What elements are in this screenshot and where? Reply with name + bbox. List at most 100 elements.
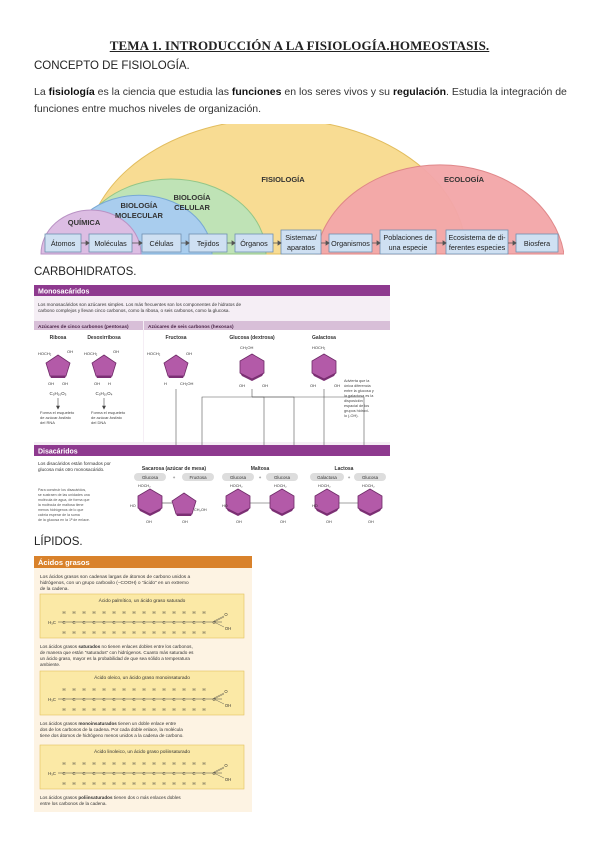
svg-text:Galactosa: Galactosa — [317, 475, 337, 480]
svg-text:OH: OH — [239, 383, 245, 388]
svg-text:HOCH₂: HOCH₂ — [230, 484, 243, 488]
svg-text:OH: OH — [186, 351, 192, 356]
mono-text-2: carbono complejos y llevan cinco carbono… — [38, 308, 230, 313]
svg-text:Para construir los disacáridos: Para construir los disacáridos, — [38, 488, 86, 492]
svg-text:de azúcar-fosfato: de azúcar-fosfato — [40, 415, 72, 420]
svg-text:Los ácidos grasos poliinsatura: Los ácidos grasos poliinsaturados tienen… — [40, 795, 181, 800]
disacaridos-header-bar — [34, 445, 390, 456]
svg-text:glucosa más otro monosacárido.: glucosa más otro monosacárido. — [38, 467, 104, 472]
svg-text:dos de los carbonos de la cade: dos de los carbonos de la cadena. Por ca… — [40, 727, 183, 732]
svg-text:OH: OH — [236, 520, 242, 524]
level-moleculas: Moléculas — [94, 239, 127, 248]
svg-text:OH: OH — [368, 520, 374, 524]
document-title: TEMA 1. INTRODUCCIÓN A LA FISIOLOGÍA.HOM… — [109, 38, 490, 53]
svg-text:Fructosa: Fructosa — [189, 475, 207, 480]
palmitico-title: Ácido palmítico, un ácido graso saturado — [99, 597, 186, 604]
svg-text:hidrógenos, con un grupo carbo: hidrógenos, con un grupo carboxilo (–COO… — [40, 580, 189, 586]
svg-text:HOCH₂: HOCH₂ — [84, 351, 98, 356]
level-atomos: Átomos — [51, 239, 76, 248]
svg-text:OH: OH — [94, 381, 100, 386]
svg-text:tiene dos átomos de hidrógeno: tiene dos átomos de hidrógeno menos unid… — [40, 733, 184, 738]
svg-text:de la cadena.: de la cadena. — [40, 586, 69, 592]
svg-text:OH: OH — [182, 520, 188, 524]
levels-of-organization-diagram: FISIOLOGÍA ECOLOGÍA BIOLOGÍA CELULAR BIO… — [36, 124, 564, 258]
acidos-grasos-header-bar — [34, 556, 252, 568]
svg-text:la galactosa es la: la galactosa es la — [344, 394, 374, 398]
svg-text:HOCH₂: HOCH₂ — [318, 484, 331, 488]
svg-text:HO: HO — [222, 504, 228, 508]
level-poblaciones-2: una especie — [389, 243, 428, 252]
svg-text:OH: OH — [280, 520, 286, 524]
level-ecosistema-2: ferentes especies — [449, 243, 506, 252]
fisiologia-label: FISIOLOGÍA — [261, 175, 305, 184]
svg-text:Los ácidos grasos saturados no: Los ácidos grasos saturados no tienen en… — [40, 644, 193, 649]
level-biosfera: Biosfera — [524, 239, 550, 248]
svg-text:espacial de los: espacial de los — [344, 404, 369, 408]
mono-text-1: Los monosacáridos son azúcares simples. … — [38, 302, 241, 307]
svg-text:HOCH₂: HOCH₂ — [274, 484, 287, 488]
biologia-molecular-label-1: BIOLOGÍA — [120, 201, 158, 210]
pentosas-header: Azúcares de cinco carbonos (pentosas) — [38, 324, 129, 330]
svg-text:HOCH₂: HOCH₂ — [312, 345, 326, 350]
level-organismos: Organismos — [331, 239, 370, 248]
svg-text:del DNA: del DNA — [91, 420, 106, 425]
svg-text:HO: HO — [130, 504, 136, 508]
svg-text:HOCH₂: HOCH₂ — [138, 484, 151, 488]
svg-text:CH₂OH: CH₂OH — [240, 345, 253, 350]
level-box-ecosistema — [445, 229, 509, 255]
monosacaridos-header: Monosacáridos — [38, 289, 89, 296]
svg-text:Glucosa: Glucosa — [142, 475, 159, 480]
sacarosa-label: Sacarosa (azúcar de mesa) — [142, 466, 207, 472]
oleico-title: Ácido oleico, un ácido graso monoinsatur… — [94, 674, 190, 681]
svg-text:CH₂OH: CH₂OH — [194, 508, 207, 512]
svg-text:Glucosa: Glucosa — [230, 475, 247, 480]
svg-text:OH: OH — [334, 383, 340, 388]
svg-text:ambiente.: ambiente. — [40, 662, 60, 667]
lactosa-label: Lactosa — [335, 466, 354, 472]
svg-text:cabría esperar de la suma: cabría esperar de la suma — [38, 513, 80, 517]
svg-text:se sustraen de las unidades un: se sustraen de las unidades una — [38, 493, 90, 497]
svg-text:lo (-OH).: lo (-OH). — [344, 414, 359, 418]
ribosa-label: Ribosa — [50, 335, 67, 341]
hexosas-header: Azúcares de seis carbonos (hexosas) — [148, 324, 234, 330]
svg-text:H: H — [164, 381, 167, 386]
carbohydrates-figure: Monosacáridos Los monosacáridos son azúc… — [34, 285, 390, 530]
svg-text:HOCH₂: HOCH₂ — [362, 484, 375, 488]
svg-text:Glucosa: Glucosa — [274, 475, 291, 480]
biologia-celular-label-1: BIOLOGÍA — [173, 193, 211, 202]
svg-text:entre los carbonos de la caden: entre los carbonos de la cadena. — [40, 801, 107, 806]
ribosa-formula: C₅H₁₀O₅ — [49, 391, 66, 396]
svg-text:OH: OH — [67, 349, 73, 354]
svg-text:OH: OH — [48, 381, 54, 386]
svg-text:OH: OH — [146, 520, 152, 524]
quimica-label: QUÍMICA — [68, 218, 101, 227]
svg-text:disposición: disposición — [344, 399, 363, 403]
level-ecosistema-1: Ecosistema de di- — [448, 233, 506, 242]
acidos-grasos-header: Ácidos grasos — [38, 558, 90, 567]
svg-text:Forma el esqueleto: Forma el esqueleto — [91, 410, 126, 415]
ecologia-label: ECOLOGÍA — [444, 175, 485, 184]
svg-text:OH: OH — [262, 383, 268, 388]
svg-text:Los ácidos grasos monoinsatura: Los ácidos grasos monoinsaturados tienen… — [40, 721, 177, 726]
svg-text:+: + — [348, 475, 351, 480]
desoxirribosa-formula: C₅H₁₀O₄ — [95, 391, 112, 396]
level-sistemas-1: Sistemas/ — [285, 233, 317, 242]
svg-text:Los ácidos grasos son cadenas: Los ácidos grasos son cadenas largas de … — [40, 574, 190, 580]
monosacaridos-header-bar — [34, 285, 390, 296]
galactosa-label: Galactosa — [312, 335, 336, 341]
level-celulas: Células — [150, 239, 174, 248]
desoxirribosa-label: Desoxirribosa — [87, 335, 121, 341]
section-heading-lipidos: LÍPIDOS. — [34, 536, 83, 548]
section-heading-carbohidratos: CARBOHIDRATOS. — [34, 266, 137, 278]
svg-text:OH: OH — [310, 383, 316, 388]
fatty-acids-figure: H₃C CCCC CCCC CCCC CCCC HHHH HHHH HHHH H… — [34, 556, 252, 812]
svg-text:de manera que están "saturados: de manera que están "saturados" con hidr… — [40, 650, 194, 655]
biologia-celular-label-2: CELULAR — [174, 203, 210, 212]
glucosa-label: Glucosa (dextrosa) — [229, 335, 275, 341]
svg-text:de la glucosa en la 1ª de enla: de la glucosa en la 1ª de enlace. — [38, 518, 90, 522]
svg-text:+: + — [173, 475, 176, 480]
svg-text:de azúcar-fosfato: de azúcar-fosfato — [91, 415, 123, 420]
biologia-molecular-label-2: MOLECULAR — [115, 211, 163, 220]
svg-text:única diferencia: única diferencia — [344, 384, 371, 388]
svg-text:Los disacáridos están formados: Los disacáridos están formados por — [38, 461, 111, 466]
